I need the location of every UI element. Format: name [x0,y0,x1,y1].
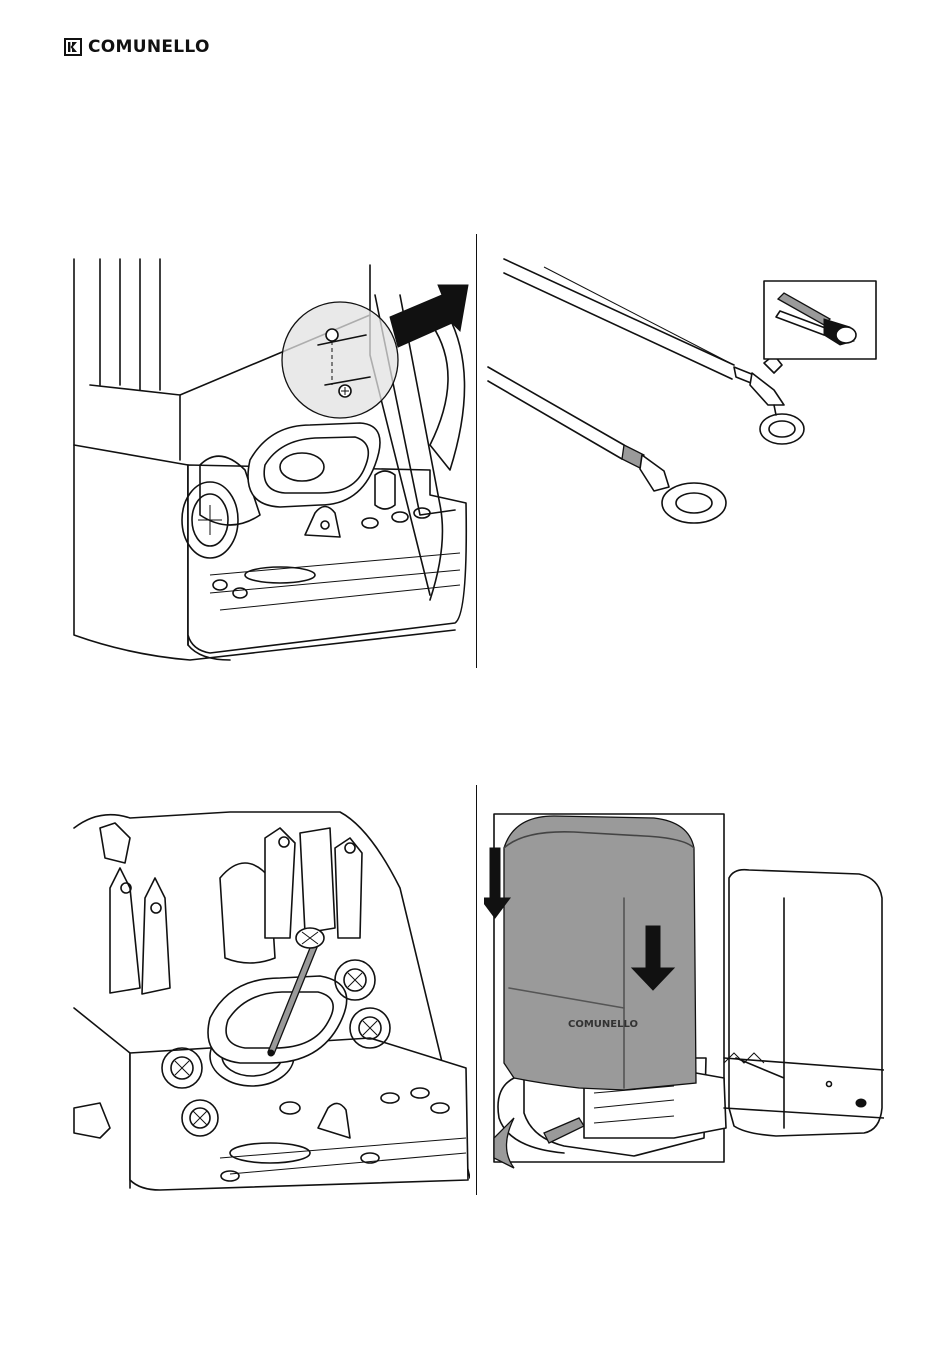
cover-brand-text: COMUNELLO [568,1019,638,1030]
divider-top [476,234,477,668]
divider-bottom [476,785,477,1195]
figure-cable-ring-terminals [484,255,884,545]
brand-logo: COMUNELLO [64,37,210,57]
figure-base-release-rod [70,808,470,1193]
comunello-logo-icon [64,38,82,56]
figure-motor-base-cover-screw [70,255,470,670]
brand-name: COMUNELLO [88,37,210,57]
figure-cover-fitting: COMUNELLO [484,808,884,1193]
